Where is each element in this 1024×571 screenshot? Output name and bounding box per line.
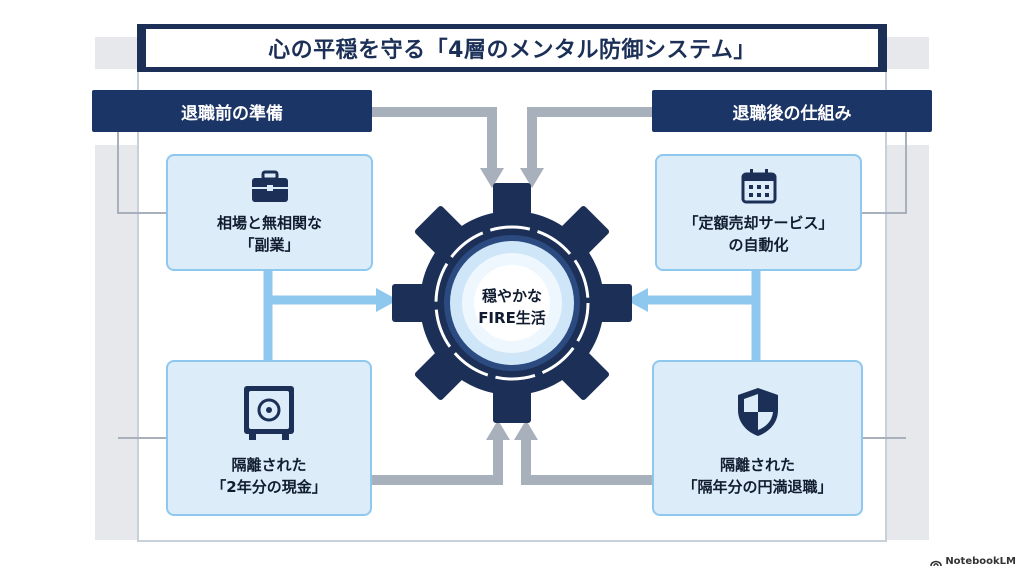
decor-block-top-left [95,37,137,69]
safe-icon [244,386,294,440]
arrow-top-left-head [480,168,504,188]
card-side-business-line1: 相場と無相関な [216,214,322,232]
notebooklm-logo-icon [930,560,943,566]
card-fixed-withdrawal: 「定額売却サービス」 の自動化 [655,154,862,271]
section-header-left: 退職前の準備 [92,90,372,132]
section-header-right: 退職後の仕組み [652,90,932,132]
shield-icon [737,388,778,436]
watermark-label: NotebookLM [945,556,1016,567]
center-label: 穏やかな FIRE生活 [462,285,562,329]
card-amicable-retirement-line2: 「隔年分の円満退職」 [682,478,833,496]
left-header-line [117,132,166,214]
arrow-left-blue-head [376,288,398,312]
card-amicable-retirement: 隔離された 「隔年分の円満退職」 [652,360,863,516]
right-blue-connector [646,270,761,362]
card-cash-reserve-line2: 「2年分の現金」 [211,478,327,496]
arrow-top-right-path [527,107,652,170]
card-side-business-line2: 「副業」 [239,236,300,254]
decor-block-top-right [887,37,929,69]
top-grey-arrows [372,107,652,170]
arrow-bottom-right-head [514,420,538,440]
arrow-bottom-right-path [521,438,652,485]
decor-panel-right [887,145,929,540]
bottom-grey-arrows [372,438,652,485]
gear-icon [392,183,632,423]
decor-panel-left [95,145,137,540]
title-banner: 心の平穏を守る「4層のメンタル防御システム」 [137,24,887,72]
left-blue-connector [263,270,378,362]
card-fixed-withdrawal-line2: の自動化 [728,236,789,254]
notebooklm-watermark: NotebookLM [930,556,1016,567]
center-label-line1: 穏やかな [481,287,542,305]
arrow-top-left-path [372,107,497,170]
arrow-bottom-left-head [486,420,510,440]
arrow-bottom-left-path [372,438,503,485]
card-side-business: 相場と無相関な 「副業」 [166,154,373,271]
card-amicable-retirement-line1: 隔離された [719,456,795,474]
arrow-top-right-head [520,168,544,188]
center-label-line2: FIRE生活 [478,309,546,327]
card-cash-reserve: 隔離された 「2年分の現金」 [166,360,372,516]
card-fixed-withdrawal-line1: 「定額売却サービス」 [683,214,834,232]
right-header-line [862,132,907,214]
page-title: 心の平穏を守る「4層のメンタル防御システム」 [146,29,878,67]
outer-grey-lines [117,132,907,439]
calendar-icon [741,169,776,204]
briefcase-icon [251,170,288,202]
card-cash-reserve-line1: 隔離された [231,456,307,474]
arrow-right-blue-head [626,288,648,312]
